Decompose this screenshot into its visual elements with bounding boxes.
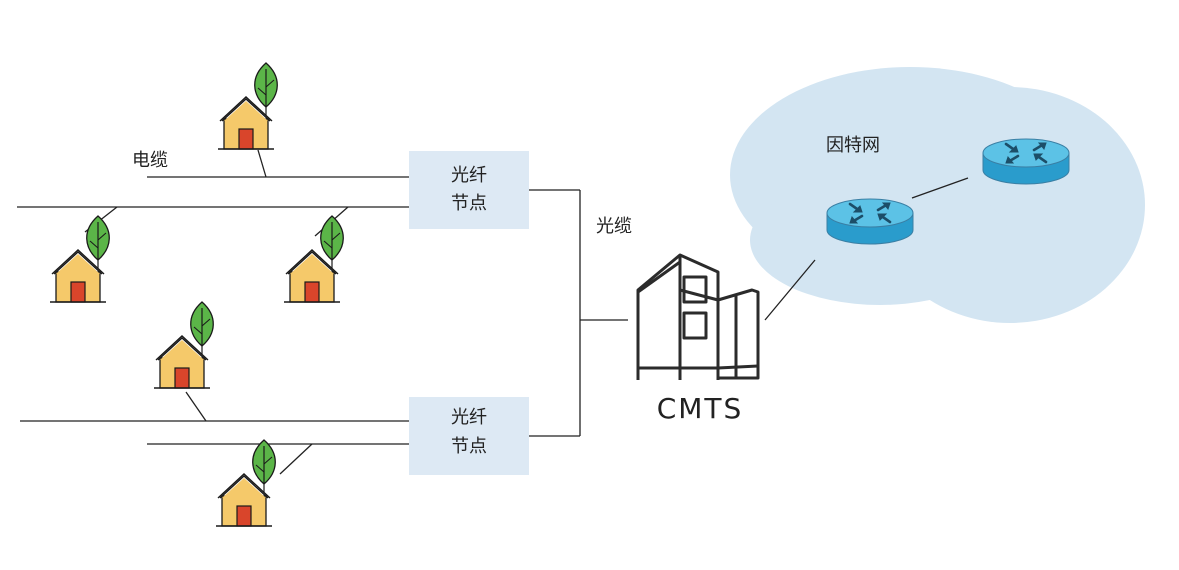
- router-icon[interactable]: [825, 197, 915, 246]
- internet-label: 因特网: [826, 135, 880, 156]
- fiber-node-bottom-label-line2: 节点: [451, 436, 487, 457]
- internet-cloud-icon: [730, 67, 1145, 323]
- house-with-tree-icon: [49, 215, 110, 303]
- fiber-optic-cable: [528, 189, 628, 437]
- house-with-tree-icon: [153, 301, 214, 389]
- cable-label: 电缆: [132, 150, 168, 171]
- house-with-tree-icon: [215, 439, 276, 527]
- fiber-node-top-label-line2: 节点: [451, 193, 487, 214]
- router-link-line: [911, 177, 969, 199]
- house-with-tree-icon: [283, 215, 344, 303]
- router-icon[interactable]: [981, 137, 1071, 186]
- cmts-label: CMTS: [657, 392, 744, 425]
- fiber-node-bottom-label-line1: 光纤: [451, 407, 487, 428]
- fiber-optic-label: 光缆: [596, 216, 632, 237]
- cmts-building-icon[interactable]: [636, 253, 760, 380]
- coax-cable-lines: [17, 149, 410, 475]
- fiber-node-bottom[interactable]: 光纤 节点: [409, 397, 529, 475]
- house-with-tree-icon: [217, 62, 278, 150]
- cmts-to-router-line: [764, 259, 816, 321]
- fiber-node-top[interactable]: 光纤 节点: [409, 151, 529, 229]
- fiber-node-top-label-line1: 光纤: [451, 165, 487, 186]
